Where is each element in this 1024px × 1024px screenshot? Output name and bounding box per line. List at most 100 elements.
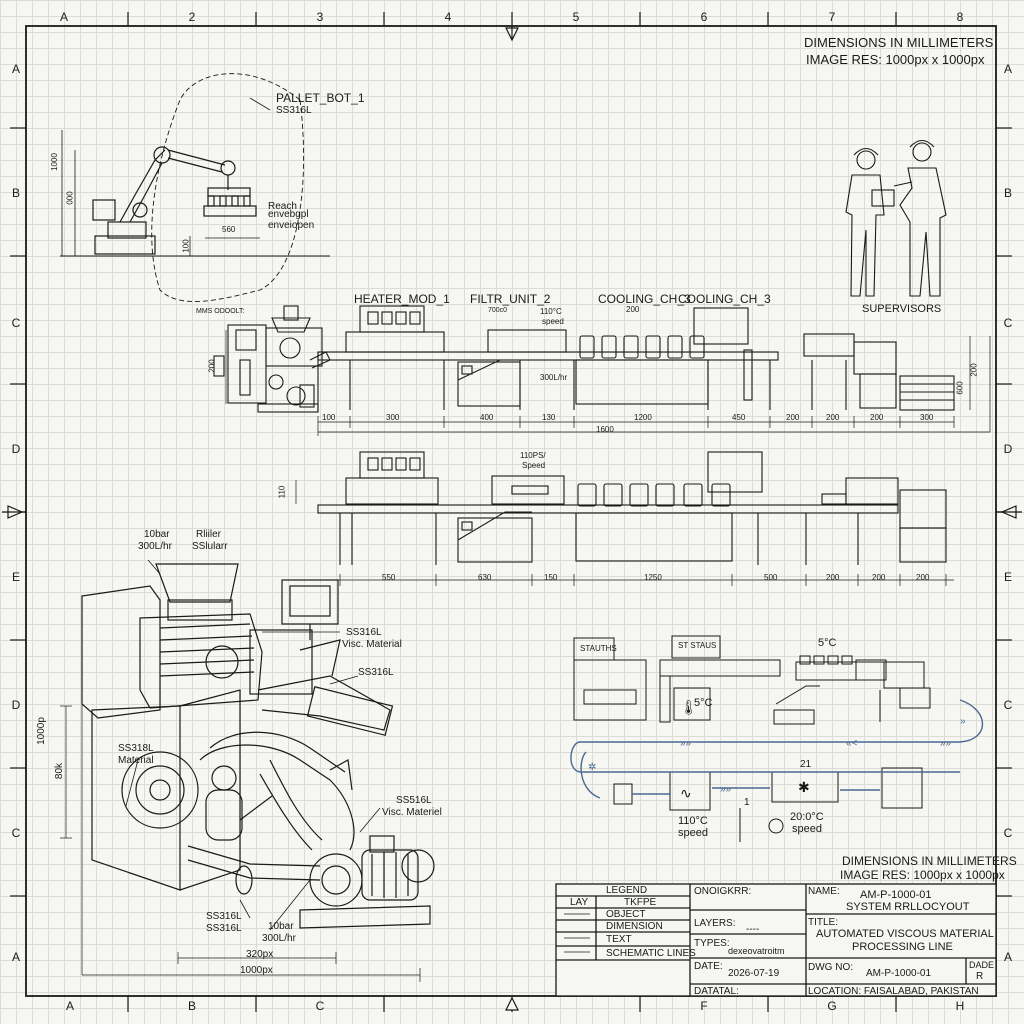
zone-bottom-8: H (955, 999, 965, 1013)
zone-top-7: 7 (828, 10, 836, 24)
footer-dims-line2: IMAGE RES: 1000px x 1000px (840, 868, 1005, 882)
supervisors-label: SUPERVISORS (862, 303, 942, 315)
zone-bottom-2: B (187, 999, 196, 1013)
title-value-1: AUTOMATED VISCOUS MATERIAL (816, 928, 994, 940)
robot-reach-3: enveiopen (268, 220, 315, 231)
filter-dim: 700c0 (488, 307, 508, 314)
heater-label: HEATER_MOD_1 (354, 292, 450, 306)
zone-left-8: A (11, 950, 20, 964)
rev-value: R (976, 971, 984, 982)
pump-top-flow: 300L/hr (138, 541, 172, 552)
line1-left-label: MMS ODOOLT: (196, 308, 245, 315)
svg-text:»»: »» (720, 784, 732, 795)
zone-bottom-7: G (827, 999, 837, 1013)
zone-right-5: E (1003, 570, 1012, 584)
title-value-2: PROCESSING LINE (852, 941, 953, 953)
line1-dim-1: 100 (322, 413, 336, 422)
zone-left-3: C (11, 316, 21, 330)
zone-right-4: D (1003, 442, 1013, 456)
robot-dim-height-2: 000 (65, 191, 75, 205)
legend-title: LEGEND (606, 885, 648, 896)
robot-label: PALLET_BOT_1 (276, 91, 365, 105)
zone-bottom-1: A (65, 999, 74, 1013)
datatal-label: DATATAL: (694, 986, 739, 997)
line2-dim-8: 200 (916, 573, 930, 582)
types-value: dexeovatroitm (728, 946, 785, 956)
location: LOCATION: FAISALABAD, PAKISTAN (808, 986, 979, 997)
line1-dim-5: 1200 (634, 413, 652, 422)
title-label: TITLE: (808, 917, 839, 928)
pump-label-1-material: SS316L (346, 627, 382, 638)
pump-label-6-pressure: 10bar (268, 921, 294, 932)
svg-text:»»: »» (680, 738, 692, 749)
legend-col-type: TKFPE (624, 897, 657, 908)
line1-dim-4: 130 (542, 413, 556, 422)
pump-dim-vertical-1: 1000p (35, 717, 47, 745)
legend-item-object: OBJECT (606, 909, 646, 920)
line1-side-dim: 200 (207, 359, 217, 373)
date-label: DATE: (694, 961, 723, 972)
zone-left-7: C (11, 826, 21, 840)
cooling-label-1: COOLING_CH_3 (598, 292, 691, 306)
line2-side-dim: 110 (277, 485, 287, 499)
robot-dim-height: 1000 (49, 153, 59, 171)
schematic-temp-2: 5°C (694, 697, 713, 709)
svg-text:∿: ∿ (680, 785, 692, 801)
zone-right-8: A (1003, 950, 1012, 964)
legend-col-lay: LAY (570, 897, 589, 908)
schematic-temp-1: 5°C (818, 637, 837, 649)
name-label: NAME: (808, 886, 840, 897)
robot-reach-1: Reach (268, 201, 297, 212)
line2-dim-1: 550 (382, 573, 396, 582)
pump-label-3-material: SS318L (118, 743, 154, 754)
zone-left-2: B (11, 186, 20, 200)
filter-label: FILTR_UNIT_2 (470, 292, 551, 306)
zone-top-6: 6 (700, 10, 708, 24)
schematic-temp-4: 20:0°C (790, 811, 824, 823)
robot-material: SS316L (276, 105, 312, 116)
pump-label-5b: SS316L (206, 923, 242, 934)
line2-dim-4: 1250 (644, 573, 662, 582)
pump-label-2: SS316L (358, 667, 394, 678)
zone-right-6: C (1003, 698, 1013, 712)
line2-dim-2: 630 (478, 573, 492, 582)
layers-label: LAYERS: (694, 918, 736, 929)
pump-label-4-desc: Visc. Materiel (382, 807, 442, 818)
pump-dim-vertical-2: 80k (54, 762, 66, 780)
dwg-label: DWG NO: (808, 962, 853, 973)
pump-label-3-desc: Material (118, 755, 154, 766)
pump-dim-width-2: 1000px (240, 965, 273, 976)
line1-right-dim-2: 600 (955, 381, 965, 395)
schematic-number-2: 1 (744, 797, 750, 808)
schematic-status-1: STAUTHS (580, 644, 617, 653)
line2-dim-5: 500 (764, 573, 778, 582)
robot-reach-2: envebgpl (268, 209, 309, 220)
name-value-2: SYSTEM RRLLOCYOUT (846, 901, 970, 913)
svg-text:»: » (960, 716, 966, 727)
line2-speed-temp: 110PS/ (520, 451, 546, 460)
layers-value: ---- (746, 924, 760, 935)
line2-dim-6: 200 (826, 573, 840, 582)
pump-dim-width-1: 320px (246, 949, 274, 960)
pump-top-pressure: 10bar (144, 529, 170, 540)
schematic-number-1: 21 (800, 759, 812, 770)
pump-label-5a: SS316L (206, 911, 242, 922)
zone-top-8: 8 (956, 10, 964, 24)
zone-right-7: C (1003, 826, 1013, 840)
legend-item-text: TEXT (606, 934, 632, 945)
zone-left-6: D (11, 698, 21, 712)
zone-top-5: 5 (572, 10, 580, 24)
zone-bottom-3: C (315, 999, 325, 1013)
schematic-temp-3: 110°C (678, 815, 708, 827)
cooling-label-2: COOLING_CH_3 (678, 292, 771, 306)
zone-top-2: 2 (188, 10, 196, 24)
creator-label: ONOIGKRR: (694, 886, 752, 897)
line2-dim-7: 200 (872, 573, 886, 582)
line1-speed: speed (542, 317, 564, 326)
types-label: TYPES: (694, 938, 730, 949)
svg-text:«<: «< (846, 738, 858, 749)
date-value: 2026-07-19 (728, 968, 780, 979)
name-value-1: AM-P-1000-01 (860, 889, 932, 901)
zone-right-2: B (1003, 186, 1012, 200)
